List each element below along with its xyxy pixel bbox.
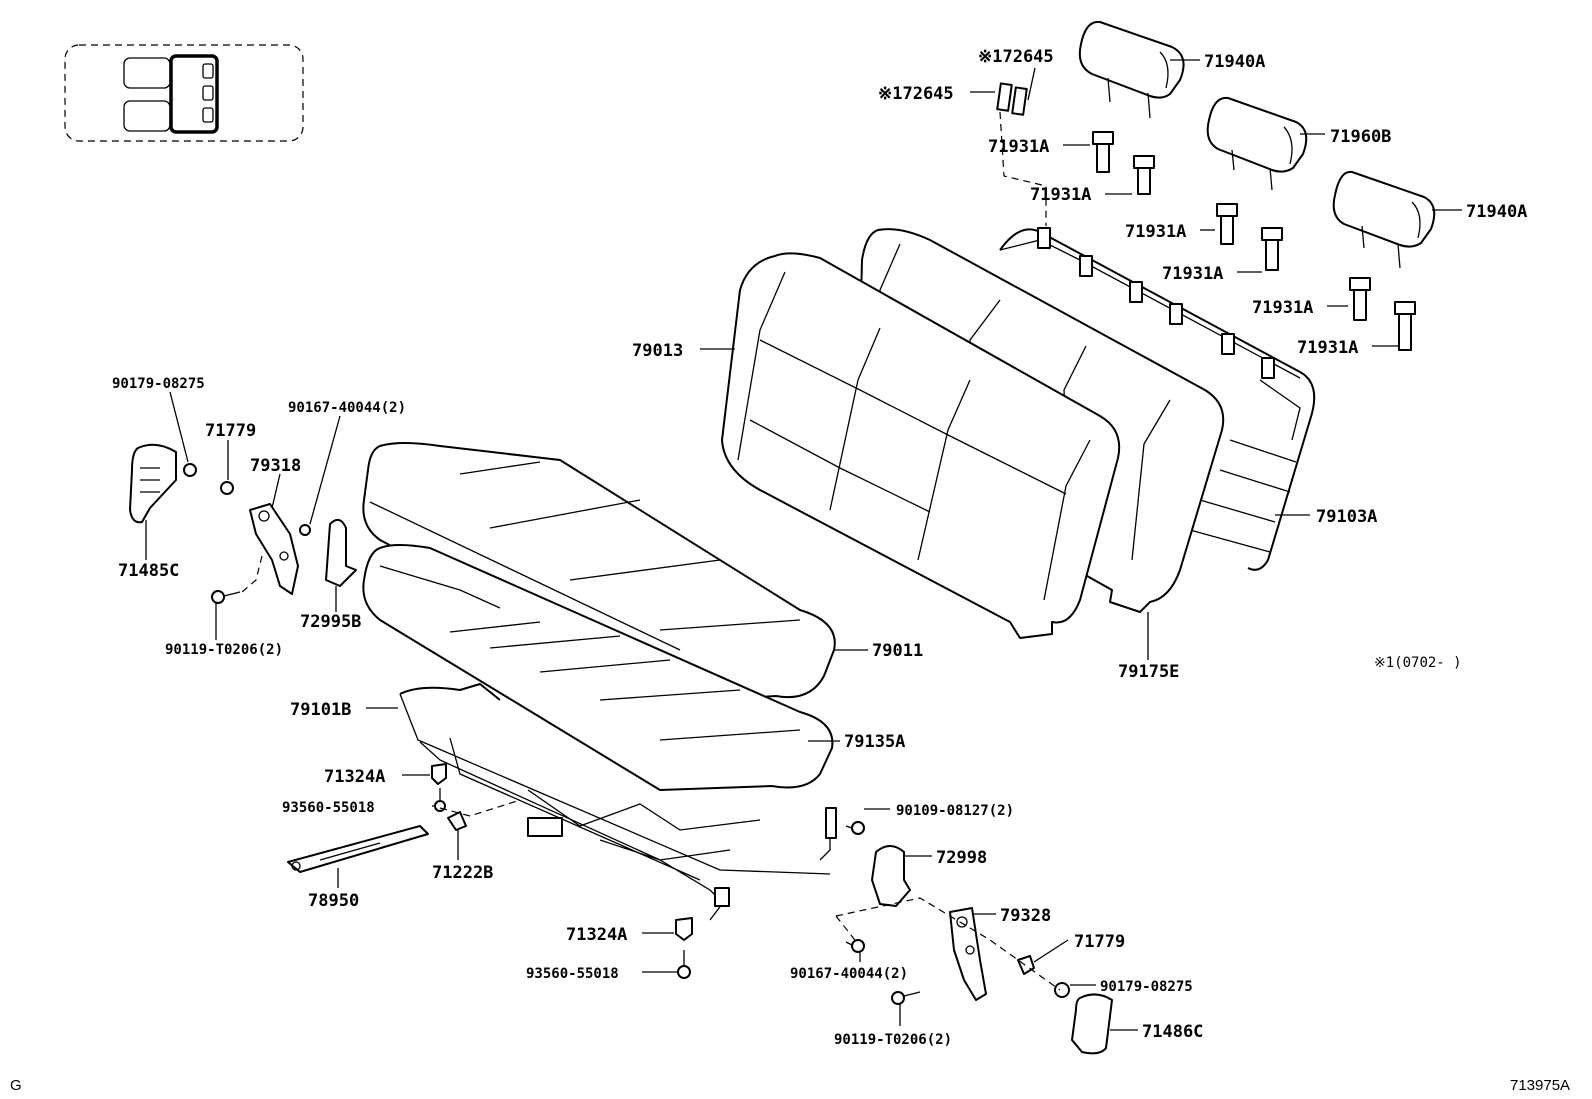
left-nut-90179	[183, 463, 197, 477]
screw-93560-upper	[434, 788, 446, 812]
right-cover-72998	[871, 845, 911, 907]
label-79175e: 79175E	[1118, 662, 1179, 682]
right-bolt-90109	[845, 821, 865, 835]
corner-code: G	[10, 1077, 22, 1094]
label-71931a-3: 71931A	[1125, 222, 1186, 242]
label-71222b: 71222B	[432, 863, 493, 883]
label-79103a: 79103A	[1316, 507, 1377, 527]
label-79011: 79011	[872, 641, 923, 661]
label-71931a-5: 71931A	[1252, 298, 1313, 318]
label-79318: 79318	[250, 456, 301, 476]
seat-cushion-pad	[362, 544, 834, 791]
headrest-support-guides	[1092, 131, 1416, 351]
note-applicability: ※1(0702- )	[1374, 655, 1462, 671]
left-bolt-90167	[299, 524, 311, 536]
headrest-center	[1206, 96, 1308, 191]
label-71940a-right: 71940A	[1466, 202, 1527, 222]
left-cover-72995b	[325, 518, 357, 587]
label-71324a-upper: 71324A	[324, 767, 385, 787]
label-90109: 90109-08127(2)	[896, 803, 1014, 819]
label-72995b: 72995B	[300, 612, 361, 632]
label-72998: 72998	[936, 848, 987, 868]
label-72645-lower: ※172645	[878, 84, 954, 104]
label-71324a-lower: 71324A	[566, 925, 627, 945]
left-hinge-79318	[249, 503, 299, 595]
headrest-top	[1078, 20, 1185, 119]
left-bush-71779	[220, 481, 234, 495]
label-71779-right: 71779	[1074, 932, 1125, 952]
label-71931a-2: 71931A	[1030, 185, 1091, 205]
right-bolt-90119	[891, 991, 921, 1005]
label-71779-left: 71779	[205, 421, 256, 441]
right-hinge-cover-71486c	[1071, 993, 1113, 1055]
seatback-cover	[721, 252, 1121, 639]
right-bush-71779	[1017, 955, 1035, 975]
headrest-right	[1332, 170, 1436, 269]
label-93560-upper: 93560-55018	[282, 800, 375, 816]
label-72645-upper: ※172645	[978, 47, 1054, 67]
right-hinge-79328	[949, 907, 987, 1001]
label-79101b: 79101B	[290, 700, 351, 720]
leader-lines	[145, 59, 1462, 1031]
label-90179-right: 90179-08275	[1100, 979, 1193, 995]
left-hinge-cover-71485c	[129, 443, 177, 524]
label-90119-right: 90119-T0206(2)	[834, 1032, 952, 1048]
label-79013: 79013	[632, 341, 683, 361]
label-90179-left: 90179-08275	[112, 376, 205, 392]
label-79135a: 79135A	[844, 732, 905, 752]
label-71931a-4: 71931A	[1162, 264, 1223, 284]
screw-93560-lower	[677, 950, 691, 979]
label-93560-lower: 93560-55018	[526, 966, 619, 982]
label-71931a-1: 71931A	[988, 137, 1049, 157]
belt-78950	[287, 825, 429, 873]
seat-locator-diagram	[64, 44, 304, 142]
label-71485c: 71485C	[118, 561, 179, 581]
stopper-71324a-upper	[431, 763, 447, 785]
part-labels: ※172645 ※172645 71940A 71960B 71940A 719…	[112, 47, 1527, 1048]
hook-71222b	[447, 811, 467, 831]
label-78950: 78950	[308, 891, 359, 911]
right-bolt-90167	[845, 939, 865, 953]
label-71940a-top: 71940A	[1204, 52, 1265, 72]
headrest-clip-pair	[996, 82, 1028, 116]
seat-cushion-cover	[362, 442, 836, 701]
label-90119-left: 90119-T0206(2)	[165, 642, 283, 658]
illustration-id: 713975A	[1510, 1077, 1570, 1094]
label-71931a-6: 71931A	[1297, 338, 1358, 358]
seat-cushion-frame	[399, 683, 837, 921]
right-nut-90179	[1054, 982, 1070, 998]
stopper-71324a-lower	[675, 917, 693, 941]
label-71486c: 71486C	[1142, 1022, 1203, 1042]
left-bolt-90119	[211, 590, 241, 604]
label-90167-bottom: 90167-40044(2)	[790, 966, 908, 982]
label-79328: 79328	[1000, 906, 1051, 926]
label-71960b: 71960B	[1330, 127, 1391, 147]
label-90167-top: 90167-40044(2)	[288, 400, 406, 416]
